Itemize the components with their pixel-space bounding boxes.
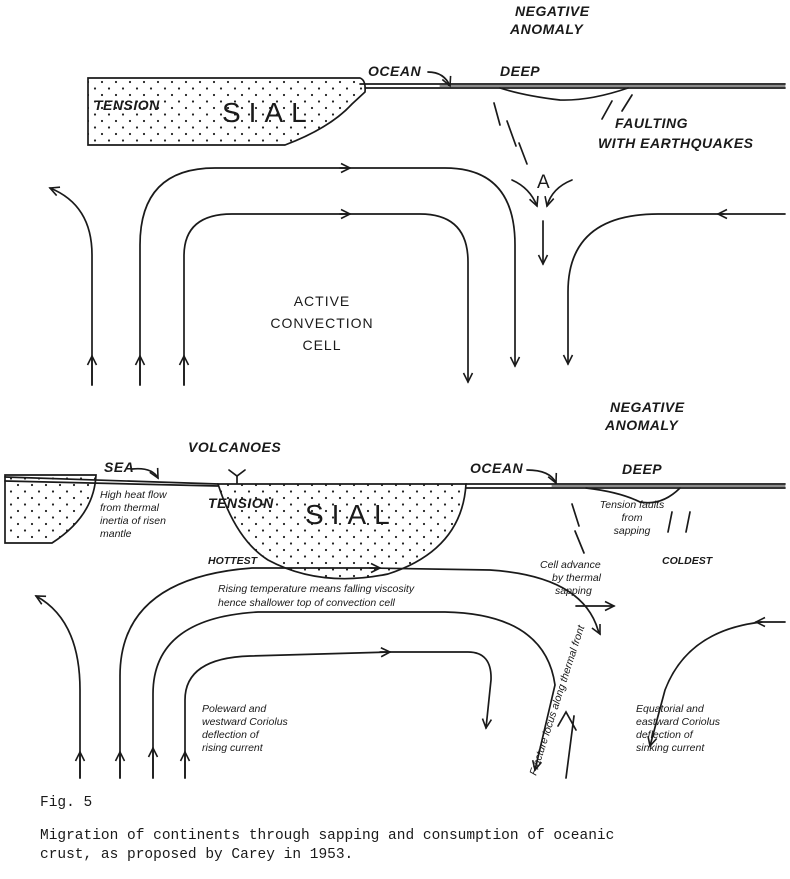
top-sial-label: SIAL [222, 97, 315, 128]
top-faults [493, 94, 633, 165]
bottom-volcano [228, 469, 246, 484]
equatorial-2: eastward Coriolus [636, 716, 721, 728]
top-deep-label: DEEP [500, 63, 540, 79]
top-ocean-label: OCEAN [368, 63, 421, 79]
caption-line-2: crust, as proposed by Carey in 1953. [40, 847, 354, 863]
bottom-pointers [131, 467, 558, 485]
equatorial-1: Equatorial and [636, 703, 705, 715]
top-cell-label-3: CELL [302, 337, 341, 353]
hottest-label: HOTTEST [208, 555, 259, 567]
bottom-volcanoes-label: VOLCANOES [188, 439, 281, 455]
poleward-2: westward Coriolus [202, 716, 289, 728]
heat-flow-1: High heat flow [100, 489, 168, 501]
bottom-sial-label: SIAL [305, 499, 398, 530]
bottom-ocean-label: OCEAN [470, 460, 523, 476]
bottom-sial-left [4, 474, 97, 544]
equatorial-3: deflection of [636, 729, 694, 741]
bottom-deep-label: DEEP [622, 461, 662, 477]
top-tension-label: TENSION [94, 97, 160, 113]
caption-line-1: Migration of continents through sapping … [40, 828, 615, 844]
tension-faults-1: Tension faults [600, 499, 665, 511]
top-sial-block [87, 77, 366, 146]
bottom-negative-anomaly-1: NEGATIVE [610, 399, 685, 415]
bottom-convection-current [34, 562, 786, 779]
top-convection-current [48, 162, 786, 386]
rising-temp-1: Rising temperature means falling viscosi… [218, 583, 415, 595]
bottom-tension-label: TENSION [208, 495, 274, 511]
bottom-sial-main [216, 483, 467, 580]
poleward-1: Poleward and [202, 703, 267, 715]
coldest-label: COLDEST [662, 555, 714, 567]
bottom-negative-anomaly-2: ANOMALY [604, 417, 679, 433]
top-point-a: A [537, 172, 550, 193]
top-faulting-2: WITH EARTHQUAKES [598, 135, 754, 151]
poleward-3: deflection of [202, 729, 260, 741]
heat-flow-4: mantle [100, 528, 132, 540]
top-ocean-crust [359, 83, 786, 101]
top-cell-label-2: CONVECTION [270, 315, 373, 331]
top-convergence-arrows [511, 179, 573, 266]
poleward-4: rising current [202, 742, 264, 754]
top-negative-anomaly-1: NEGATIVE [515, 3, 590, 19]
tension-faults-3: sapping [614, 525, 651, 537]
thermal-front-label: Fracture locus along thermal front [527, 623, 587, 777]
heat-flow-2: from thermal [100, 502, 160, 514]
cell-advance-3: sapping [555, 585, 592, 597]
tension-faults-2: from [622, 512, 643, 524]
top-ocean-pointer [427, 71, 452, 88]
bottom-faults [571, 503, 691, 554]
cell-advance-1: Cell advance [540, 559, 601, 571]
top-cell-label-1: ACTIVE [294, 293, 351, 309]
figure-number: Fig. 5 [40, 795, 93, 811]
equatorial-4: sinking current [636, 742, 705, 754]
rising-temp-2: hence shallower top of convection cell [218, 597, 396, 609]
top-negative-anomaly-2: ANOMALY [509, 21, 584, 37]
top-faulting-1: FAULTING [615, 115, 688, 131]
cell-advance-2: by thermal [552, 572, 602, 584]
bottom-surface [4, 476, 786, 504]
bottom-sea-label: SEA [104, 459, 134, 475]
heat-flow-3: inertia of risen [100, 515, 166, 527]
